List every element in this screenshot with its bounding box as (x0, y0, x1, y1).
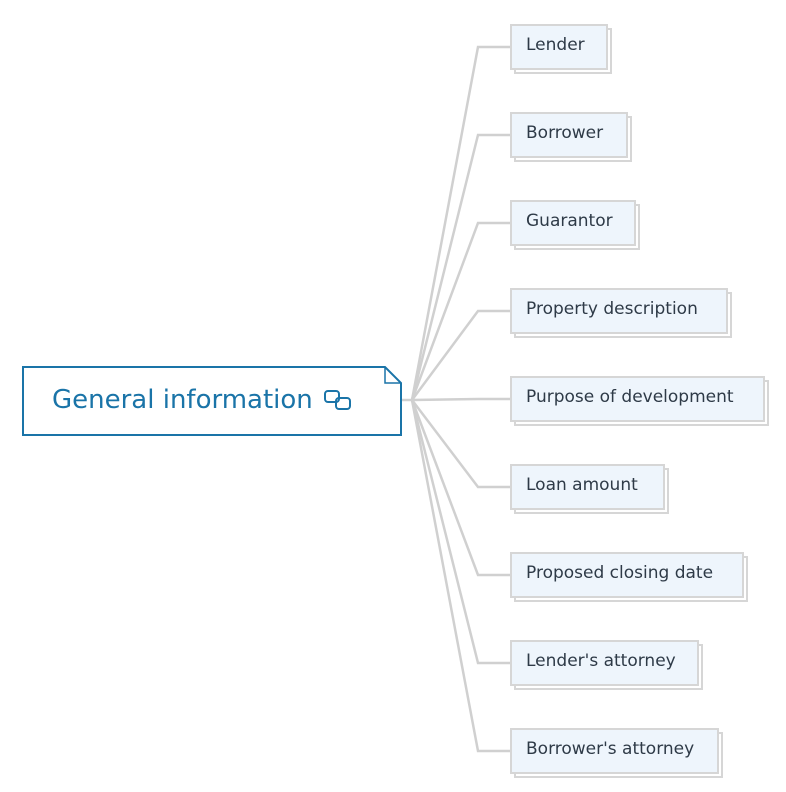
child-node[interactable]: Loan amount (510, 464, 669, 514)
child-node-card (510, 112, 628, 158)
child-node[interactable]: Purpose of development (510, 376, 769, 426)
connector-line (410, 221, 510, 401)
child-node[interactable]: Property description (510, 288, 732, 338)
child-node[interactable]: Proposed closing date (510, 552, 748, 602)
child-node-card (510, 552, 744, 598)
child-node-label: Guarantor (526, 211, 613, 231)
connector-line (410, 399, 510, 665)
child-node[interactable]: Guarantor (510, 200, 640, 250)
connector-line (411, 399, 510, 489)
child-node-label: Loan amount (526, 475, 638, 495)
connector-line (410, 309, 510, 401)
child-node-card (510, 200, 636, 246)
connector-line (410, 45, 510, 401)
child-node-label: Lender (526, 35, 585, 55)
child-node[interactable]: Lender's attorney (510, 640, 703, 690)
root-node-frame (22, 366, 402, 436)
child-node-label: Property description (526, 299, 698, 319)
root-title: General information (52, 385, 313, 415)
root-node[interactable]: General information (22, 366, 402, 436)
child-node-label: Purpose of development (526, 387, 734, 407)
link-icon[interactable] (323, 388, 353, 412)
child-node-label: Borrower's attorney (526, 739, 695, 759)
child-node-card (510, 640, 699, 686)
child-node-card (510, 288, 728, 334)
child-node-card (510, 728, 719, 774)
child-node-card (510, 464, 665, 510)
connector-line (410, 399, 510, 753)
child-node-label: Borrower (526, 123, 604, 143)
child-node[interactable]: Borrower's attorney (510, 728, 723, 778)
child-node[interactable]: Lender (510, 24, 612, 74)
child-node[interactable]: Borrower (510, 112, 632, 162)
child-node-label: Proposed closing date (526, 563, 714, 583)
connector-line (411, 397, 510, 402)
child-node-label: Lender's attorney (526, 651, 676, 671)
child-node-card (510, 376, 765, 422)
child-node-card (510, 24, 608, 70)
connector-line (410, 399, 510, 577)
connector-line (410, 133, 510, 401)
